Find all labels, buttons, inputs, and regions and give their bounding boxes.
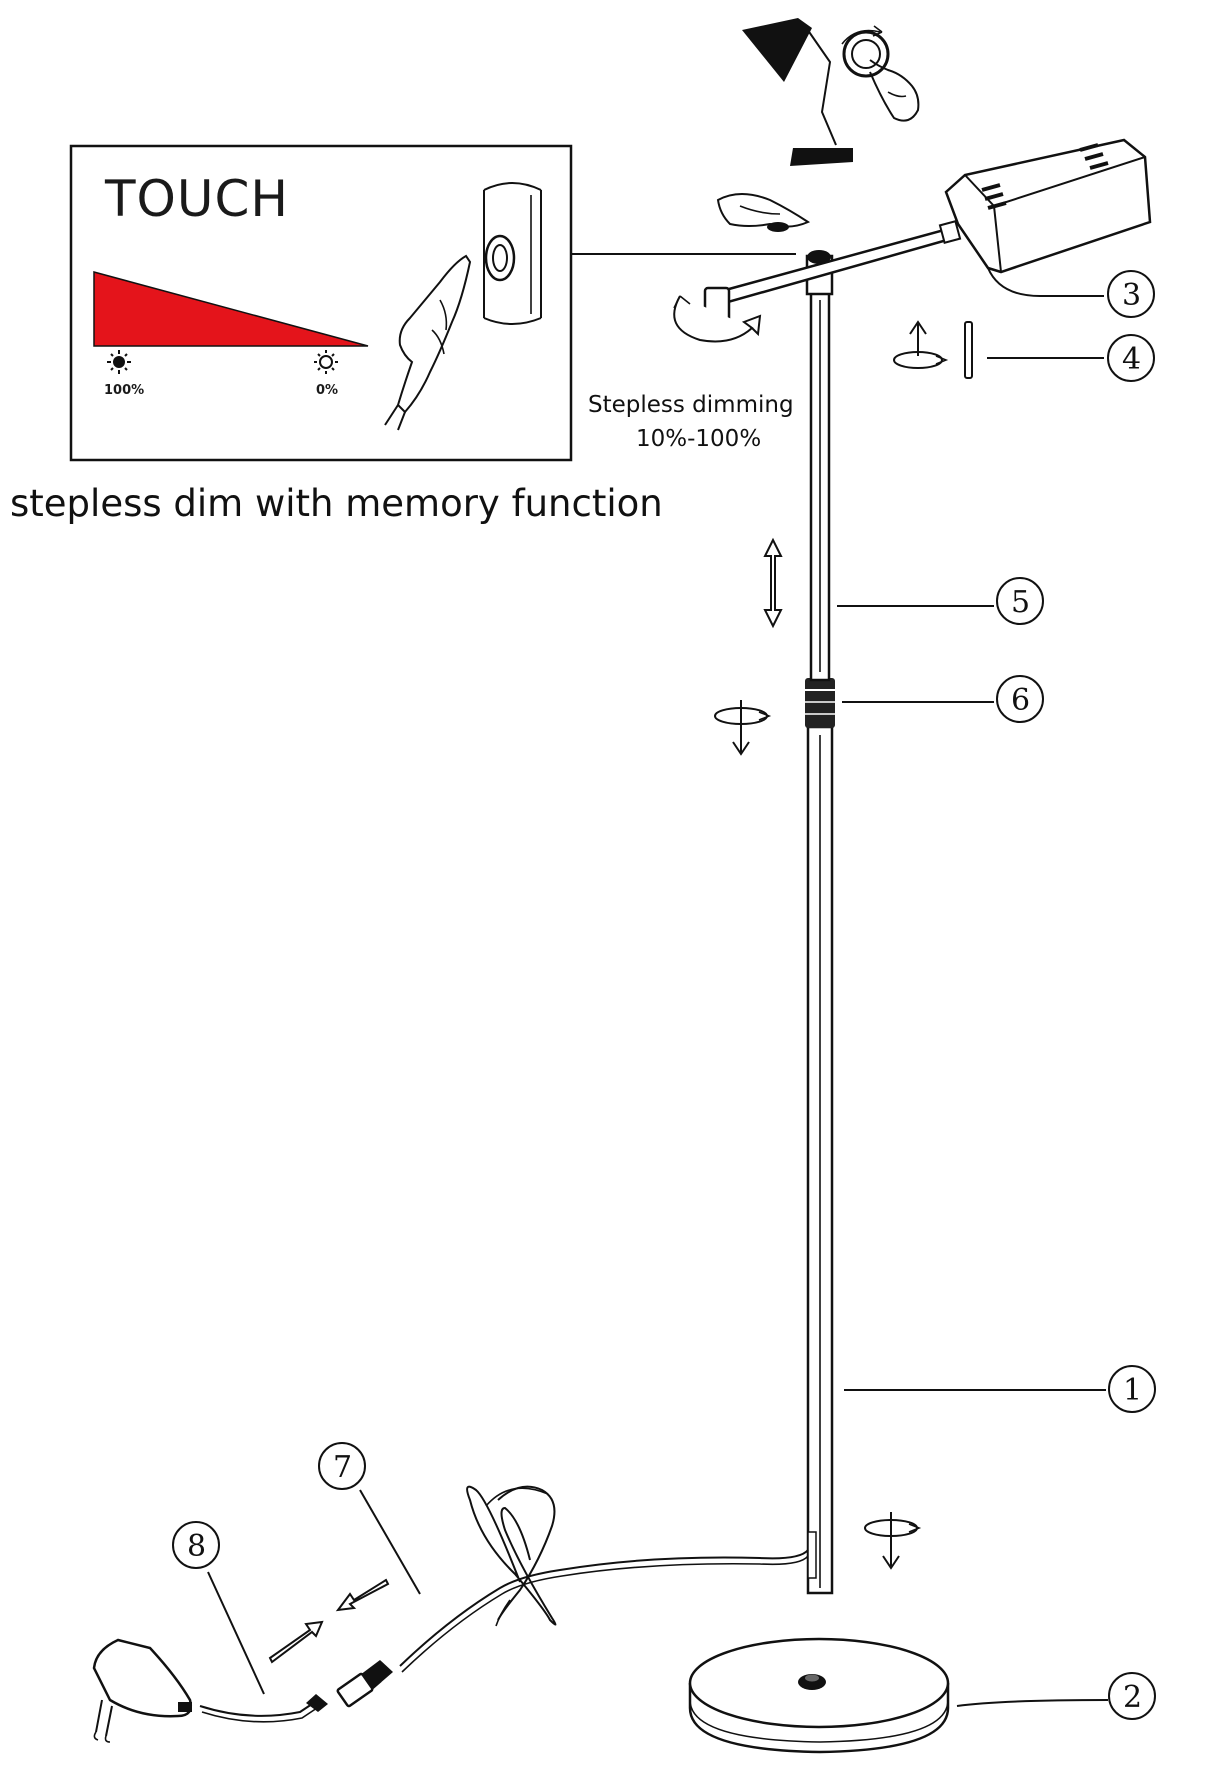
callout-8: 8 (172, 1521, 265, 1695)
label-0-percent: 0% (316, 383, 338, 398)
finger-touch-icon (384, 254, 472, 431)
rotate-arrow-6-icon (714, 700, 772, 756)
callout-2-label: 2 (1123, 1680, 1142, 1715)
switch-pole-icon (483, 182, 542, 325)
callout-7: 7 (318, 1442, 421, 1595)
callout-1-label: 1 (1123, 1373, 1142, 1408)
callout-3-label: 3 (1122, 278, 1141, 313)
vertical-arrow-icon (763, 537, 783, 629)
lamp-base (688, 1637, 950, 1754)
lower-tube (806, 725, 834, 1595)
lamp-body (92, 138, 1152, 1754)
power-cord (92, 1485, 809, 1743)
touch-title: TOUCH (104, 170, 289, 228)
label-100-percent: 100% (104, 383, 144, 398)
desk-lamp-icon (742, 18, 853, 166)
callout-4: 4 (987, 334, 1155, 382)
callout-6-label: 6 (1011, 683, 1030, 718)
rotate-arrow-4-icon (893, 320, 949, 369)
dim-memory-caption: stepless dim with memory function (10, 482, 663, 525)
callout-5: 5 (837, 577, 1044, 625)
callout-6: 6 (842, 675, 1044, 723)
sun-bright-icon (107, 350, 131, 374)
rotate-arrow-icon (673, 295, 762, 343)
callout-8-label: 8 (187, 1529, 206, 1564)
pivot-touch-hand-icon (716, 193, 811, 232)
dimming-ramp (93, 271, 369, 347)
pin-icon (964, 321, 973, 379)
upper-tube (809, 288, 831, 682)
dimming-range-label: 10%-100% (636, 426, 761, 452)
callout-5-label: 5 (1011, 585, 1030, 620)
touch-panel: TOUCH 100% 0% (69, 144, 796, 462)
callout-3: 3 (987, 267, 1155, 318)
height-collar (805, 678, 835, 728)
rotate-arrow-1-icon (864, 1512, 922, 1570)
callout-1: 1 (844, 1365, 1156, 1413)
sun-dim-icon (314, 350, 338, 374)
callout-4-label: 4 (1122, 342, 1141, 377)
connect-arrow-icon (268, 1578, 390, 1664)
stepless-dimming-label: Stepless dimming (588, 392, 794, 418)
lamp-head (944, 138, 1152, 274)
callout-7-label: 7 (333, 1450, 352, 1485)
callout-2: 2 (956, 1672, 1156, 1720)
touch-hand-icon (841, 25, 920, 122)
